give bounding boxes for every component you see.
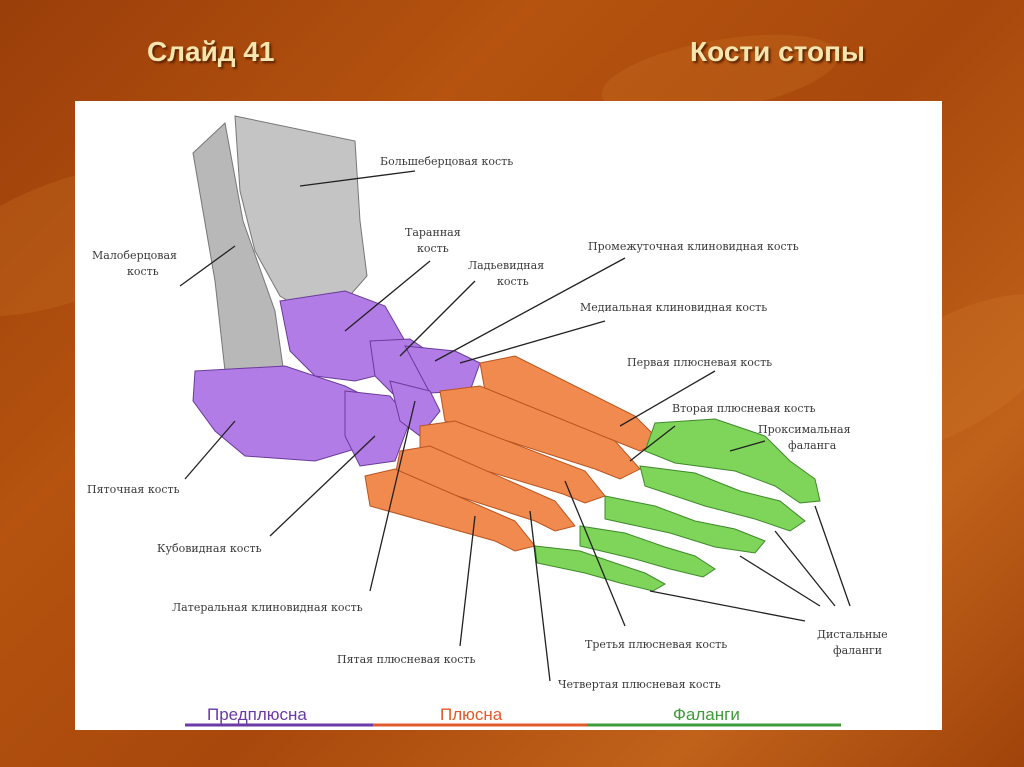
foot-bones-diagram: Большеберцовая кость Малоберцовая кость … (75, 101, 942, 730)
label-intermediate-cuneiform: Промежуточная клиновидная кость (588, 240, 799, 253)
metatarsal-bones (364, 355, 661, 552)
label-navicular-1: Ладьевидная (468, 259, 544, 272)
label-tibia: Большеберцовая кость (380, 155, 513, 168)
label-proximal-phalanx-1: Проксимальная (758, 423, 851, 436)
phalanx-bones (534, 418, 821, 592)
label-calcaneus: Пяточная кость (87, 483, 180, 496)
legend-metatarsus: Плюсна (440, 705, 503, 724)
label-first-metatarsal: Первая плюсневая кость (627, 356, 772, 369)
label-fifth-metatarsal: Пятая плюсневая кость (337, 653, 475, 666)
label-cuboid: Кубовидная кость (157, 542, 262, 555)
legend-phalanges: Фаланги (673, 705, 740, 724)
label-talus-2: кость (417, 242, 449, 255)
label-distal-phalanges-1: Дистальные (817, 628, 888, 641)
label-second-metatarsal: Вторая плюсневая кость (672, 402, 816, 415)
slide-title: Кости стопы (690, 36, 865, 67)
label-fibula-1: Малоберцовая (92, 249, 177, 262)
legend-tarsus: Предплюсна (207, 705, 307, 724)
legend: Предплюсна Плюсна Фаланги (185, 705, 841, 727)
label-talus-1: Таранная (405, 226, 461, 239)
label-fibula-2: кость (127, 265, 159, 278)
label-distal-phalanges-2: фаланги (833, 644, 882, 657)
label-proximal-phalanx-2: фаланга (788, 439, 837, 452)
label-lateral-cuneiform: Латеральная клиновидная кость (172, 601, 363, 614)
leader-lines (179, 170, 851, 682)
slide-number: Слайд 41 (147, 36, 275, 67)
label-medial-cuneiform: Медиальная клиновидная кость (580, 301, 767, 314)
tarsal-bones (192, 290, 481, 467)
label-navicular-2: кость (497, 275, 529, 288)
label-fourth-metatarsal: Четвертая плюсневая кость (558, 678, 721, 691)
label-third-metatarsal: Третья плюсневая кость (585, 638, 727, 651)
